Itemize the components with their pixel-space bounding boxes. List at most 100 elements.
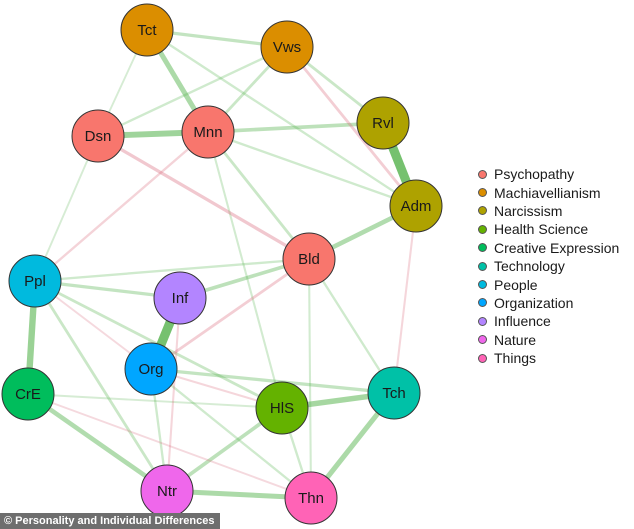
edge-mnn-ppl xyxy=(33,130,210,283)
legend-swatch xyxy=(478,224,487,234)
legend-item-psychopathy: Psychopathy xyxy=(478,165,619,183)
node-circle xyxy=(1,367,55,421)
node-hls: HlS xyxy=(255,381,309,435)
legend-swatch xyxy=(478,261,487,271)
edge-org-tch xyxy=(149,367,396,395)
node-circle xyxy=(356,96,410,150)
edge-bld-thn xyxy=(307,257,313,500)
edge-mnn-bld xyxy=(206,130,311,261)
node-circle xyxy=(282,232,336,286)
legend-item-creative-expression: Creative Expression xyxy=(478,239,619,257)
legend-item-nature: Nature xyxy=(478,331,619,349)
edge-bld-org xyxy=(149,257,311,371)
node-circle xyxy=(284,471,338,525)
node-label: Thn xyxy=(298,490,324,507)
legend-swatch xyxy=(478,316,487,326)
image-credit: © Personality and Individual Differences xyxy=(0,513,221,529)
edge-dsn-vws xyxy=(96,45,289,138)
legend-swatch xyxy=(478,298,487,308)
node-label: Bld xyxy=(298,251,320,268)
legend-item-influence: Influence xyxy=(478,312,619,330)
node-circle xyxy=(389,179,443,233)
edge-dsn-bld xyxy=(96,134,311,261)
legend-swatch xyxy=(478,280,487,290)
node-label: Tch xyxy=(382,385,405,402)
edge-adm-mnn xyxy=(206,130,418,208)
legend-item-machiavellianism: Machiavellianism xyxy=(478,183,619,201)
node-label: Org xyxy=(138,361,163,378)
node-label: CrE xyxy=(15,386,41,403)
node-circle xyxy=(124,342,178,396)
edge-tct-adm xyxy=(145,28,418,208)
legend-label: Creative Expression xyxy=(494,239,620,256)
legend-label: Things xyxy=(494,350,537,367)
legend-swatch xyxy=(478,353,487,363)
node-tch: Tch xyxy=(367,366,421,420)
node-label: HlS xyxy=(270,400,294,417)
legend-item-health-science: Health Science xyxy=(478,220,619,238)
edge-mnn-hls xyxy=(206,130,284,410)
edge-adm-tch xyxy=(392,204,418,395)
node-ntr: Ntr xyxy=(140,464,194,518)
node-label: Rvl xyxy=(372,115,394,132)
legend-label: People xyxy=(494,276,538,293)
edges-layer xyxy=(24,27,421,501)
node-label: Inf xyxy=(172,290,190,307)
legend-swatch xyxy=(478,188,487,198)
legend-label: Machiavellianism xyxy=(494,184,601,201)
legend-item-organization: Organization xyxy=(478,294,619,312)
node-rvl: Rvl xyxy=(356,96,410,150)
node-inf: Inf xyxy=(153,271,207,325)
node-ppl: Ppl xyxy=(8,254,62,308)
edge-bld-ppl xyxy=(33,257,311,283)
edge-ppl-ntr xyxy=(33,279,169,493)
node-tct: Tct xyxy=(120,3,174,57)
edge-cre-hls xyxy=(27,393,283,409)
legend-swatch xyxy=(478,206,487,216)
legend-item-things: Things xyxy=(478,349,619,367)
legend-item-narcissism: Narcissism xyxy=(478,202,619,220)
node-dsn: Dsn xyxy=(71,109,125,163)
node-label: Vws xyxy=(273,39,301,56)
node-mnn: Mnn xyxy=(181,105,235,159)
legend-label: Technology xyxy=(494,258,565,275)
node-cre: CrE xyxy=(1,367,55,421)
node-label: Tct xyxy=(137,22,157,39)
node-label: Dsn xyxy=(85,128,112,145)
node-circle xyxy=(181,105,235,159)
edge-mnn-rvl xyxy=(206,121,385,134)
edge-cre-ntr xyxy=(25,391,170,494)
node-circle xyxy=(8,254,62,308)
legend-label: Organization xyxy=(494,294,574,311)
node-label: Ntr xyxy=(157,483,177,500)
node-circle xyxy=(367,366,421,420)
edge-vws-adm xyxy=(285,45,418,208)
node-circle xyxy=(120,3,174,57)
legend-item-people: People xyxy=(478,275,619,293)
legend-label: Nature xyxy=(494,331,537,348)
legend-item-technology: Technology xyxy=(478,257,619,275)
edge-inf-ntr xyxy=(165,296,182,493)
legend-swatch xyxy=(478,169,487,179)
node-circle xyxy=(255,381,309,435)
node-org: Org xyxy=(124,342,178,396)
node-thn: Thn xyxy=(284,471,338,525)
node-circle xyxy=(260,20,314,74)
legend-label: Narcissism xyxy=(494,202,563,219)
node-vws: Vws xyxy=(260,20,314,74)
node-label: Mnn xyxy=(193,124,222,141)
node-circle xyxy=(71,109,125,163)
legend-label: Influence xyxy=(494,313,551,330)
edge-cre-thn xyxy=(27,393,312,499)
legend-swatch xyxy=(478,243,487,253)
node-label: Adm xyxy=(401,198,432,215)
node-adm: Adm xyxy=(389,179,443,233)
node-bld: Bld xyxy=(282,232,336,286)
node-circle xyxy=(153,271,207,325)
legend-label: Health Science xyxy=(494,221,589,238)
node-label: Ppl xyxy=(24,273,46,290)
legend-swatch xyxy=(478,335,487,345)
